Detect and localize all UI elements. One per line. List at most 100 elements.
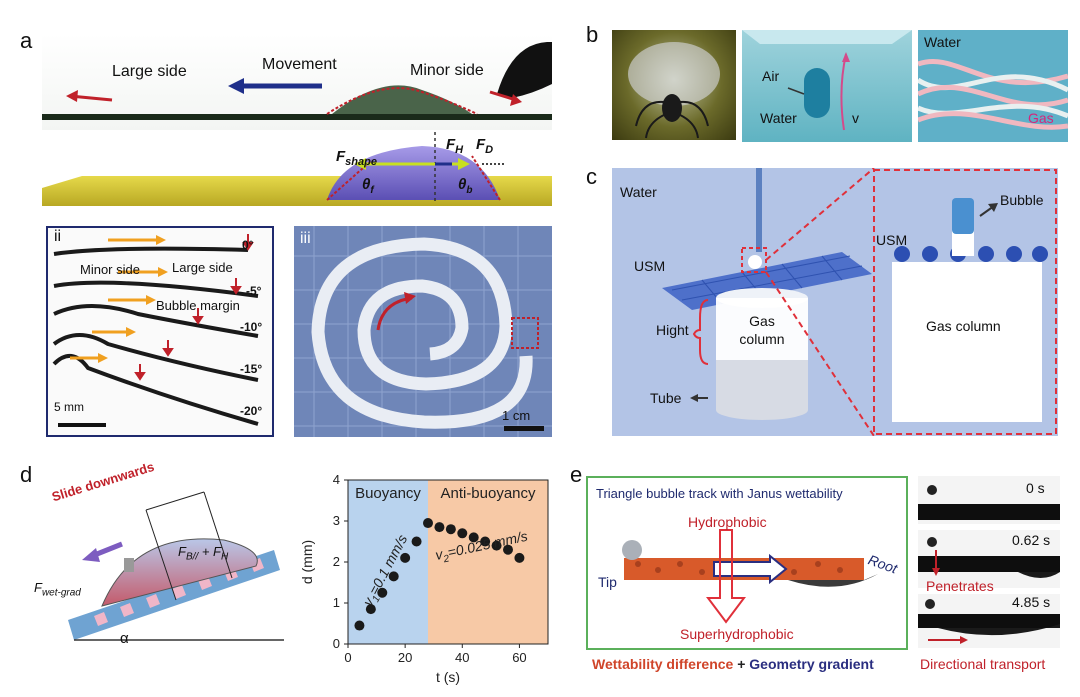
tilt-series-panel — [46, 226, 274, 437]
timelapse-bubble-2 — [938, 624, 1060, 636]
c-usm-zoom-label: USM — [876, 232, 908, 248]
scale-bar-iii — [504, 426, 544, 431]
janus-track-svg — [622, 529, 878, 624]
timelapse-svg-2 — [918, 599, 1060, 644]
drop-shape — [327, 146, 500, 200]
scale-label-ii: 5 mm — [54, 400, 84, 414]
fb-sub: B// — [185, 551, 199, 563]
tilt-row-2 — [53, 295, 259, 338]
air-pointer — [787, 87, 805, 95]
angle-0: 0° — [242, 238, 254, 252]
c-bubble-label: Bubble — [1000, 192, 1044, 208]
incline-svg — [68, 491, 284, 641]
x-tick-label-1: 20 — [398, 650, 412, 665]
large-side-label: Large side — [112, 63, 187, 80]
tilt-arrowhead-2 — [146, 295, 156, 305]
tilt-row-0 — [53, 235, 249, 256]
bubble-path-arrowhead — [842, 52, 850, 62]
f-wet-label: Fwet-grad — [34, 580, 81, 599]
tilt-series-svg — [52, 234, 259, 427]
force-schematic-svg — [42, 132, 552, 206]
film-photo — [42, 34, 552, 130]
fd-sub: D — [485, 144, 494, 156]
superhydrophobic-label: Superhydrophobic — [680, 626, 794, 642]
data-point-14 — [514, 552, 525, 563]
fh-d-sub: H — [220, 551, 229, 563]
directional-label: Directional transport — [920, 656, 1046, 672]
annotation-v2-main: v — [434, 546, 445, 563]
tilt-film-0 — [53, 246, 249, 256]
time-1-label: 0.62 s — [1012, 532, 1051, 548]
data-point-12 — [491, 540, 502, 551]
y-tick-label-0: 0 — [333, 636, 340, 651]
penetrates-label: Penetrates — [926, 578, 994, 594]
region-label-0: Buoyancy — [355, 485, 421, 502]
incline-patches — [94, 558, 264, 626]
needle — [756, 168, 762, 252]
spider-svg — [628, 42, 720, 139]
fiber-strands — [918, 59, 1068, 130]
force-schematic — [42, 132, 552, 206]
data-point-2 — [377, 587, 388, 598]
spiral-svg — [294, 226, 552, 437]
spider-photo — [612, 30, 736, 140]
needle-tip — [124, 558, 134, 572]
f-wet-sub: wet-grad — [41, 587, 81, 599]
angle-5: -5° — [246, 284, 262, 298]
janus-title: Triangle bubble track with Janus wettabi… — [596, 486, 843, 501]
time-2-label: 4.85 s — [1012, 594, 1051, 610]
usm-diagram — [612, 168, 1058, 436]
theta-f-label: θf — [362, 176, 374, 196]
x-tick-label-3: 60 — [512, 650, 526, 665]
zoom-bubble — [952, 198, 974, 234]
tilt-row-4 — [52, 353, 259, 426]
column-bottom — [716, 400, 808, 420]
large-side-arrowhead — [66, 90, 78, 102]
track-root-bubble — [788, 574, 878, 587]
data-point-5 — [411, 536, 422, 547]
panel-c-label: c — [586, 164, 597, 189]
transport-arrowhead — [960, 636, 968, 644]
x-tick-label-2: 40 — [455, 650, 469, 665]
data-point-9 — [457, 528, 468, 539]
theta-f-sub: f — [370, 185, 374, 196]
timelapse-strip-2 — [918, 614, 1060, 628]
alpha-label: α — [120, 630, 129, 647]
janus-track-frame — [586, 476, 908, 650]
panel-d-label: d — [20, 462, 33, 487]
angle-10: -10° — [240, 320, 263, 334]
panel-a-label: a — [20, 28, 33, 53]
tank-water-label: Water — [760, 110, 797, 126]
zoom-line-bottom — [765, 271, 875, 436]
incline-schematic — [24, 470, 294, 650]
f-shape-label: Fshape — [336, 148, 377, 168]
region-label-1: Anti-buoyancy — [440, 485, 536, 502]
tilt-red-arrows — [134, 234, 254, 381]
tank-air-label: Air — [762, 68, 780, 84]
x-tick-label-0: 0 — [344, 650, 351, 665]
theta-b-label: θb — [458, 176, 472, 196]
c-gas-column-label: Gas column — [732, 312, 792, 348]
timelapse-needle-0 — [927, 485, 937, 495]
data-point-3 — [388, 571, 399, 582]
f-shape-main: F — [336, 148, 346, 165]
braided-fibers — [918, 30, 1068, 142]
penetrate-arrowhead — [932, 568, 940, 576]
bubble-pointer-head — [988, 203, 998, 212]
data-point-10 — [468, 532, 479, 543]
panel-a-iii-label: iii — [300, 230, 311, 247]
data-point-11 — [480, 536, 491, 547]
gravity-line — [145, 509, 177, 601]
ii-bubble-margin: Bubble margin — [156, 298, 240, 313]
timelapse-svg-1 — [918, 537, 1060, 578]
panel-b-label: b — [586, 22, 599, 47]
tilt-film-4 — [52, 354, 259, 426]
timelapse-frame-0 — [918, 476, 1060, 524]
movement-label: Movement — [262, 56, 337, 73]
data-point-4 — [400, 552, 411, 563]
y-tick-label-4: 4 — [333, 472, 340, 487]
tilt-arrowhead-3 — [126, 327, 136, 337]
y-tick-label-1: 1 — [333, 595, 340, 610]
fh-main: F — [446, 136, 456, 153]
